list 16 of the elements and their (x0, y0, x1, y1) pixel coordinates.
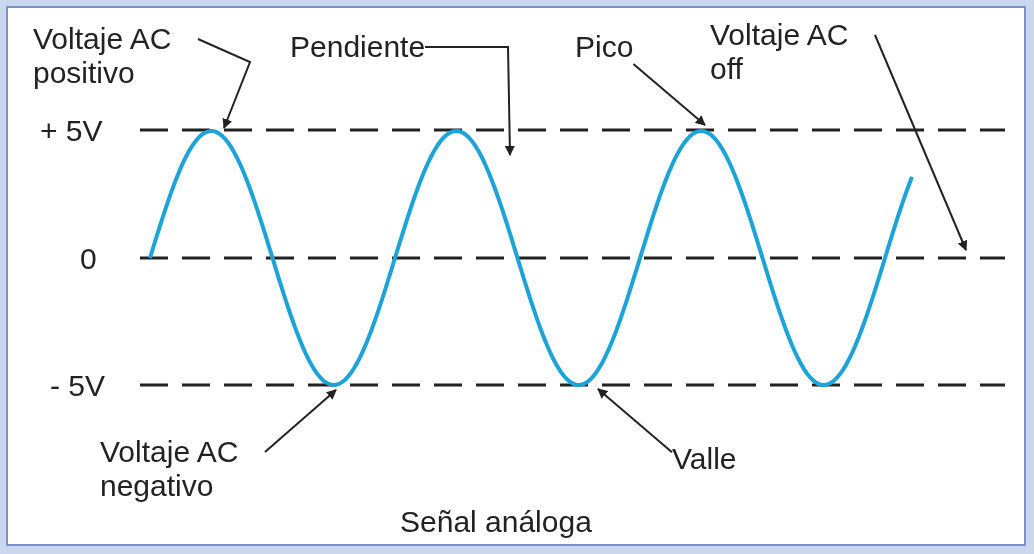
axis-label: + 5V (40, 114, 103, 148)
callout-label: Valle (672, 442, 737, 476)
callout-label: Voltaje AC positivo (33, 22, 198, 90)
callout-label: Voltaje AC negativo (100, 435, 265, 503)
leader-line (874, 34, 968, 251)
callout-label: Voltaje AC off (710, 18, 875, 86)
leader-line (264, 389, 337, 453)
caption: Señal análoga (400, 505, 592, 539)
leader-line (597, 388, 673, 454)
leader-line (197, 38, 252, 129)
axis-label: - 5V (50, 369, 106, 403)
axis-label: 0 (80, 242, 97, 276)
leader-line (632, 63, 706, 126)
callout-label: Pendiente (290, 30, 426, 64)
leader-line (424, 46, 515, 156)
callout-label: Pico (575, 30, 634, 64)
